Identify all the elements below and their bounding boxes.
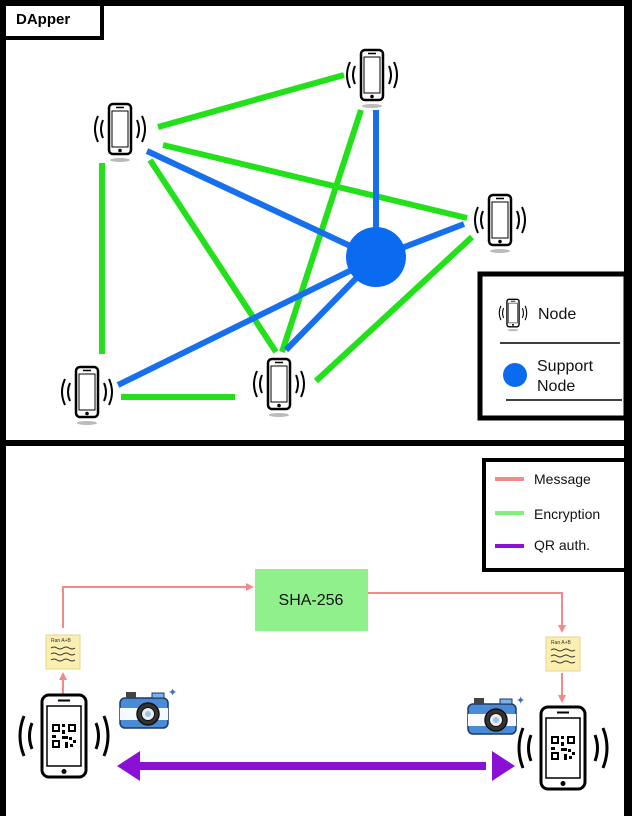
legend-message: Message: [534, 471, 591, 487]
sparkle-icon: ✦: [168, 687, 177, 699]
flow-legend: Message Encryption QR auth.: [482, 458, 628, 572]
legend-support-line2: Node: [537, 378, 575, 395]
legend-node-label: Node: [538, 306, 576, 323]
message-path: [59, 583, 566, 703]
support-node: [346, 227, 406, 287]
legend-support-dot: [503, 363, 527, 387]
qr-auth-arrow: [117, 751, 515, 781]
legend-encryption: Encryption: [534, 506, 600, 522]
title-box: [2, 2, 104, 40]
camera-icon: [467, 697, 517, 735]
legend-qr: QR auth.: [534, 537, 590, 553]
network-legend: Node Support Node: [477, 271, 629, 421]
sparkle-icon: ✦: [516, 695, 525, 707]
encryption-links: [99, 72, 475, 400]
hash-box-label: SHA-256: [279, 592, 344, 609]
hash-box: [255, 569, 368, 631]
legend-support-line1: Support: [537, 358, 594, 375]
note-icon: [45, 634, 81, 670]
page-title: DApper: [16, 11, 70, 28]
camera-icon: [119, 691, 169, 729]
note-icon: [545, 636, 581, 672]
